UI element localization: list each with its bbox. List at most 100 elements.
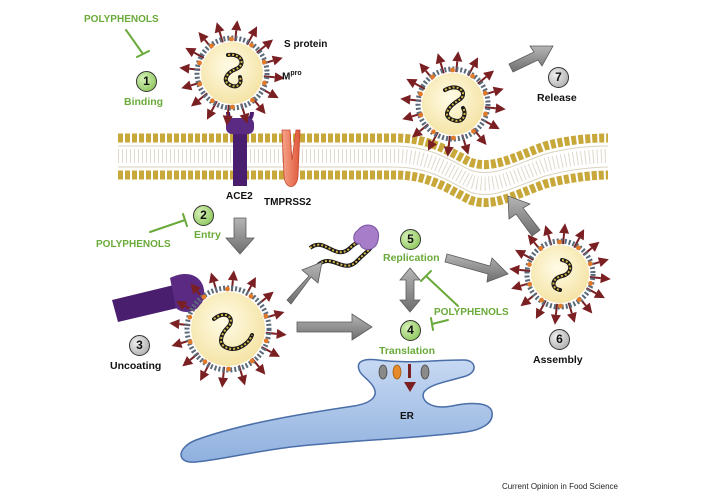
step-6-label: Assembly — [533, 354, 583, 366]
membrane-protein — [225, 286, 230, 292]
spike-protein — [273, 310, 285, 320]
membrane-protein — [539, 297, 544, 303]
membrane-protein — [249, 42, 254, 48]
spike-protein — [597, 257, 609, 267]
spike-protein — [567, 311, 577, 323]
viral-genome-strand — [552, 259, 572, 291]
spike-protein — [246, 277, 256, 289]
spike-protein — [190, 96, 202, 107]
spike-protein — [406, 78, 418, 89]
step-2-label: Entry — [194, 229, 221, 241]
spike-protein — [515, 249, 527, 260]
step-3-badge: 3 — [129, 335, 150, 356]
spike-protein — [268, 347, 280, 357]
spike-protein — [214, 22, 225, 34]
membrane-protein — [527, 262, 532, 267]
arrow-uncoating-to-rna — [286, 261, 323, 305]
viral-genome-strand — [213, 313, 253, 351]
spike-protein — [520, 296, 532, 307]
spike-protein — [443, 146, 454, 157]
ace2-label: ACE2 — [226, 191, 253, 202]
membrane-protein — [558, 303, 563, 309]
spike-protein — [262, 39, 274, 50]
membrane-protein — [576, 245, 581, 251]
viral-genome-strand — [444, 86, 466, 122]
spike-protein — [276, 328, 287, 339]
spike-stalk — [523, 253, 535, 261]
membrane-protein — [187, 339, 193, 345]
membrane-protein — [451, 135, 456, 141]
spike-protein — [488, 119, 500, 130]
spike-stalk — [193, 51, 205, 59]
spike-protein — [559, 223, 570, 234]
membrane-protein — [557, 239, 562, 245]
membrane-protein — [261, 59, 267, 65]
step-1-label: Binding — [124, 96, 164, 108]
spike-protein — [588, 241, 600, 252]
arrow-uncoating-to-translation — [296, 313, 373, 341]
spike-protein — [179, 63, 190, 74]
membrane-protein — [470, 73, 475, 79]
spike-protein — [550, 314, 561, 325]
spike-protein — [255, 103, 266, 115]
spike-protein — [190, 283, 201, 295]
endoplasmic-reticulum — [180, 358, 493, 463]
spike-stalk — [567, 302, 573, 314]
virion-uncoating — [169, 270, 287, 388]
membrane-protein — [226, 366, 231, 372]
spike-protein — [509, 264, 520, 275]
mpro-label: Mpro — [282, 70, 302, 82]
spike-protein — [527, 234, 538, 246]
spike-protein — [495, 103, 506, 114]
membrane-protein — [470, 128, 476, 134]
spike-protein — [231, 20, 242, 31]
spike-protein — [483, 70, 495, 81]
spike-protein — [182, 356, 194, 367]
polyphenols-label-translation: POLYPHENOLS — [434, 307, 509, 318]
membrane-protein — [263, 338, 269, 344]
spike-stalk — [484, 106, 496, 110]
membrane-protein — [587, 261, 593, 267]
polyphenols-label-binding: POLYPHENOLS — [84, 14, 159, 25]
viral-rna — [308, 224, 380, 268]
spike-protein — [218, 377, 229, 388]
source-credit: Current Opinion in Food Science — [501, 482, 618, 491]
process-arrows — [225, 45, 554, 341]
inhibit-entry — [149, 213, 188, 233]
spike-protein — [255, 363, 266, 375]
membrane-protein — [248, 293, 254, 299]
spike-protein — [435, 53, 446, 65]
membrane-protein — [482, 90, 488, 96]
membrane-protein — [418, 91, 423, 97]
spike-protein — [476, 134, 487, 146]
membrane-protein — [450, 67, 455, 73]
spike-protein — [227, 270, 238, 281]
membrane-protein — [209, 43, 215, 49]
membrane-protein — [262, 80, 267, 86]
spike-protein — [574, 229, 585, 241]
spike-protein — [400, 94, 411, 105]
spike-protein — [460, 143, 471, 155]
membrane-protein — [201, 294, 207, 300]
spike-protein — [176, 301, 188, 311]
spike-protein — [171, 338, 183, 348]
spike-protein — [543, 225, 553, 237]
spike-protein — [247, 26, 258, 38]
tmprss2-protease — [281, 129, 301, 187]
s-protein-label: S protein — [284, 39, 328, 50]
spike-protein — [271, 55, 283, 66]
membrane-protein — [527, 281, 533, 287]
er-label: ER — [400, 411, 414, 422]
step-7-label: Release — [537, 92, 577, 104]
spike-stalk — [256, 45, 266, 54]
spike-protein — [402, 111, 414, 122]
cell-membrane — [118, 133, 609, 208]
arrow-release — [508, 45, 554, 73]
tmprss2-label: TMPRSS2 — [264, 197, 312, 208]
spike-protein — [593, 288, 605, 299]
spike-protein — [200, 369, 210, 381]
uncoating-receptor — [112, 274, 205, 322]
membrane-protein — [197, 81, 203, 87]
spike-protein — [209, 272, 219, 284]
